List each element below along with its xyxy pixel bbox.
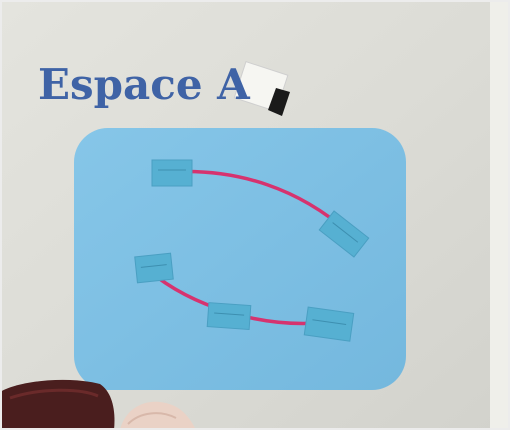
tag-4 <box>207 303 251 330</box>
space-title: Espace A <box>38 64 250 106</box>
tag-5 <box>304 307 353 341</box>
blue-panel <box>74 128 406 390</box>
right-edge <box>490 0 510 430</box>
tag-1 <box>152 160 192 186</box>
dark-object <box>0 380 114 430</box>
tag-3 <box>135 253 174 283</box>
